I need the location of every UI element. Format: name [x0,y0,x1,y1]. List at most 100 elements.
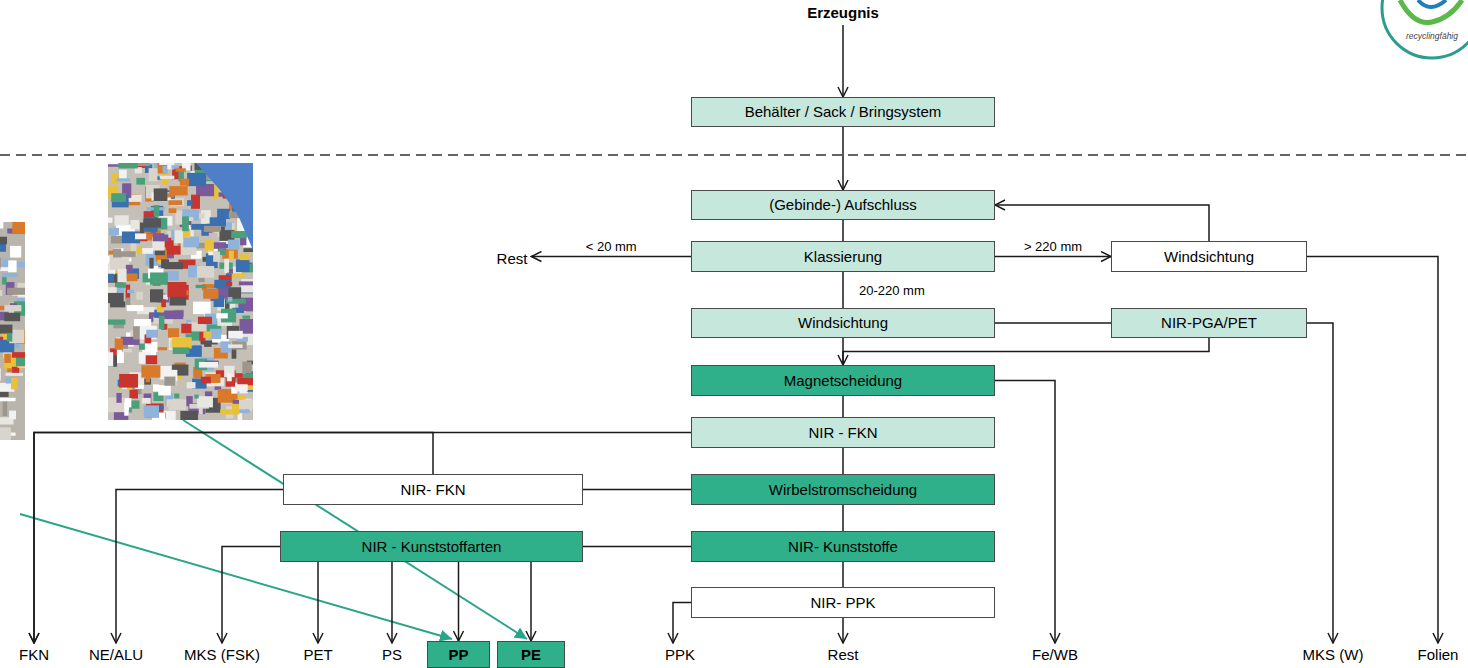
photo-patch [201,377,211,384]
photo-patch [5,373,23,376]
photo-patch [142,398,151,404]
photo-patch [144,218,161,227]
photo-patch [146,330,158,338]
photo-patch [167,193,174,197]
photo-patch [154,205,160,216]
node-label: Fe/WB [1032,646,1078,664]
photo-patch [133,326,140,339]
process-box: Klassierung [691,241,995,272]
photo-patch [108,217,112,222]
photo-patch [0,398,16,401]
photo-patch [16,262,25,268]
photo-patch [181,324,191,334]
photo-patch [108,293,124,303]
photo-patch [168,328,179,338]
photo-patch [136,178,145,185]
photo-patch [167,399,182,407]
photo-patch [228,240,240,250]
flow-connector [842,618,844,643]
node-label: Erzeugnis [807,4,879,22]
leader-line [183,420,527,639]
bale-photo [0,222,25,440]
photo-patch [187,382,196,388]
flow-connector [842,562,844,587]
photo-patch [108,287,117,293]
photo-patch [236,384,248,391]
flow-connector [583,489,691,491]
photo-patch [108,274,114,282]
flow-connector [673,603,691,644]
flow-connector [222,547,280,644]
output-terminal: MKS (FSK) [180,643,264,667]
node-label: Windsichtung [798,314,888,332]
photo-patch [123,349,132,353]
photo-patch [220,409,239,414]
photo-patch [242,362,251,373]
node-label: MKS (FSK) [184,646,260,664]
size-fraction-label: < 20 mm [584,239,639,254]
photo-patch [142,248,153,254]
photo-patch [12,352,25,358]
secondary-box: NIR- PPK [691,587,995,618]
photo-patch [124,402,128,416]
photo-patch [3,402,7,416]
node-label: Magnetscheidung [784,372,902,390]
flow-connector [1307,257,1438,644]
flow-connector [995,322,1111,324]
logo-swoosh [1418,0,1446,7]
photo-patch [0,237,7,245]
photo-patch [226,282,232,286]
flow-connector [530,562,532,641]
photo-patch [161,259,169,268]
photo-patch [12,367,19,374]
photo-patch [197,396,213,407]
photo-patch [4,305,21,311]
output-terminal: Folien [1414,643,1463,667]
flow-connector [391,562,393,643]
photo-patch [118,163,137,168]
photo-patch [169,208,177,213]
photo-patch [126,298,131,305]
process-box: NIR - FKN [691,417,995,448]
logo-swoosh [1400,0,1462,23]
photo-patch [203,289,218,299]
node-label: PPK [665,646,695,664]
size-fraction-label: > 220 mm [1022,239,1084,254]
photo-patch [173,347,190,354]
photo-patch [134,319,151,326]
flow-connector [583,546,691,548]
photo-patch [239,400,253,409]
photo-patch [111,236,122,244]
node-label: Wirbelstromscheidung [769,481,917,499]
flow-connector [34,433,691,644]
photo-patch [149,168,158,181]
photo-patch [187,173,206,186]
photo-patch [129,390,138,399]
output-terminal: PPK [661,643,699,667]
photo-patch [11,378,18,390]
photo-patch [164,310,183,319]
photo-patch [229,212,238,219]
photo-patch [183,237,199,248]
output-terminal: Rest [824,643,863,667]
photo-patch [194,395,198,399]
flow-connector [317,562,319,643]
photo-patch [0,290,2,296]
node-label: NIR-PGA/PET [1161,314,1257,332]
node-label: Folien [1418,646,1459,664]
output-terminal: Fe/WB [1028,643,1082,667]
photo-patch [150,272,168,284]
flow-connector [1307,323,1333,643]
photo-patch [180,411,198,420]
photo-patch [2,273,18,277]
node-label: NE/ALU [89,646,143,664]
photo-patch [199,362,218,368]
photo-patch [167,282,186,297]
node-label: Windsichtung [1164,248,1254,266]
photo-patch [216,313,227,318]
photo-patch [236,259,250,272]
photo-patch [153,384,159,391]
photo-patch [204,343,211,347]
photo-patch [9,411,16,420]
photo-ground [108,163,253,420]
